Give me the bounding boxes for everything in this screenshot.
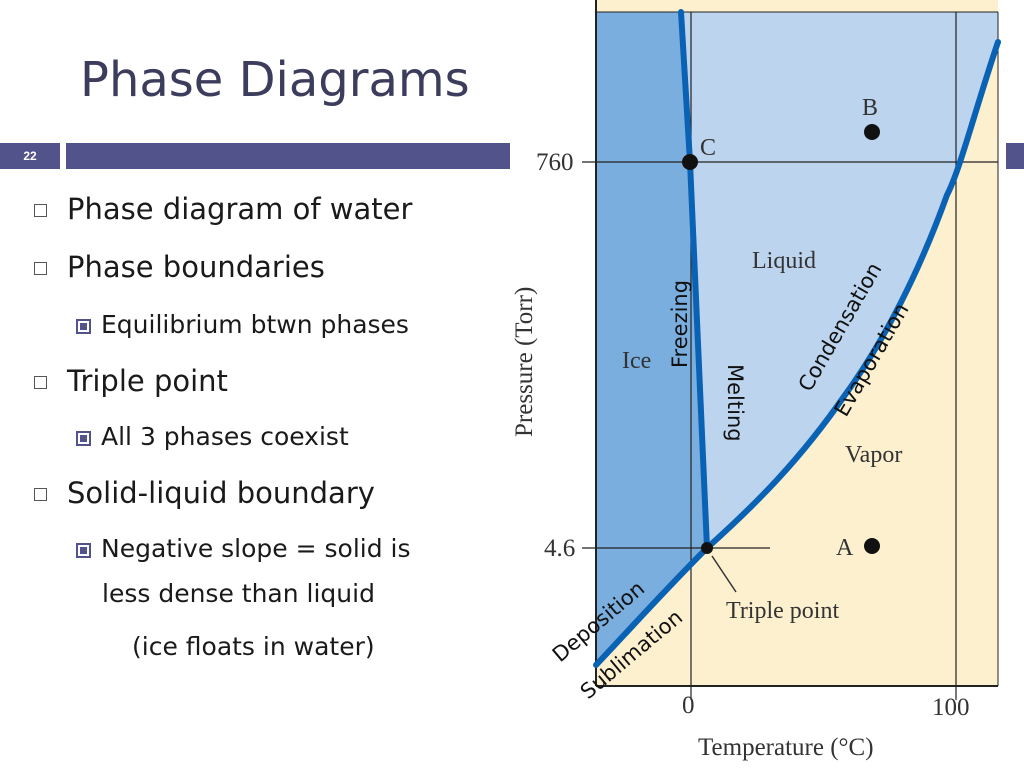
x-tick-0: 0 xyxy=(682,692,695,719)
liquid-label: Liquid xyxy=(752,248,816,274)
square-bullet-icon xyxy=(34,488,47,501)
vapor-label: Vapor xyxy=(845,442,902,468)
bullet-triple-point: Triple point xyxy=(34,364,228,398)
triple-point-leader xyxy=(711,555,737,593)
point-a-marker xyxy=(864,538,880,554)
bullet-text: Phase boundaries xyxy=(67,250,325,284)
square-bullet-icon xyxy=(34,204,47,217)
x-axis-label: Temperature (°C) xyxy=(698,734,874,761)
filled-square-bullet-icon xyxy=(76,431,91,446)
point-b-label: B xyxy=(862,95,878,121)
melting-label: Melting xyxy=(723,364,747,442)
square-bullet-icon xyxy=(34,376,47,389)
bullet-text: Solid-liquid boundary xyxy=(67,476,375,510)
sub-bullet-equilibrium: Equilibrium btwn phases xyxy=(76,310,409,339)
bullet-continuation: less dense than liquid xyxy=(102,579,375,608)
y-tick-760: 760 xyxy=(536,149,574,176)
bullet-text: Triple point xyxy=(67,364,228,398)
liquid-vapor-boundary xyxy=(704,39,1001,551)
bullet-phase-boundaries: Phase boundaries xyxy=(34,250,325,284)
bullet-text: All 3 phases coexist xyxy=(101,422,349,451)
solid-vapor-boundary xyxy=(593,545,710,668)
filled-square-bullet-icon xyxy=(76,543,91,558)
ice-floats-note: (ice floats in water) xyxy=(132,632,375,661)
liquid-region xyxy=(681,12,998,548)
triple-point-marker xyxy=(701,542,713,554)
bullet-phase-diagram: Phase diagram of water xyxy=(34,192,412,226)
x-tick-100: 100 xyxy=(932,694,970,721)
title-rule-bar-right xyxy=(1006,143,1024,169)
square-bullet-icon xyxy=(34,262,47,275)
point-c-label: C xyxy=(700,135,716,161)
sub-bullet-coexist: All 3 phases coexist xyxy=(76,422,349,451)
y-axis-label: Pressure (Torr) xyxy=(511,287,538,437)
y-tick-4-6: 4.6 xyxy=(544,535,575,562)
bullet-text: Equilibrium btwn phases xyxy=(101,310,409,339)
triple-point-label: Triple point xyxy=(726,598,839,624)
slide-number: 22 xyxy=(0,143,60,169)
point-b-marker xyxy=(864,124,880,140)
title-rule-bar xyxy=(66,143,510,169)
bullet-text: Phase diagram of water xyxy=(67,192,413,226)
slide-title: Phase Diagrams xyxy=(80,52,470,108)
point-c-marker xyxy=(682,154,698,170)
ice-label: Ice xyxy=(622,348,651,374)
point-a-label: A xyxy=(836,535,854,561)
ice-region xyxy=(596,12,707,665)
phase-diagram: 760 4.6 0 100 Temperature (°C) Pressure … xyxy=(511,0,1001,761)
bullet-text: Negative slope = solid is xyxy=(101,534,411,563)
bullet-solid-liquid: Solid-liquid boundary xyxy=(34,476,375,510)
sub-bullet-negative-slope: Negative slope = solid is xyxy=(76,534,411,563)
freezing-label: Freezing xyxy=(668,280,692,368)
filled-square-bullet-icon xyxy=(76,319,91,334)
